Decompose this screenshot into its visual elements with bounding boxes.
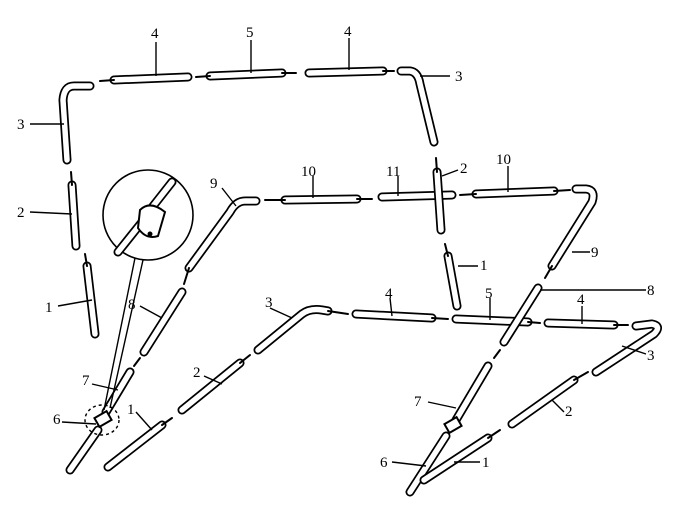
label-top-5: 5 — [246, 25, 254, 41]
label-bot-5: 5 — [485, 286, 493, 302]
clamp-right — [443, 415, 463, 435]
right-leg — [405, 265, 589, 497]
label-left-2: 2 — [17, 205, 25, 221]
label-left-7: 7 — [82, 373, 90, 389]
label-right-9: 9 — [591, 245, 599, 261]
label-mid-10b: 10 — [496, 152, 511, 168]
label-left-8: 8 — [128, 297, 136, 313]
label-right-3: 3 — [647, 348, 655, 364]
label-top-3r: 3 — [455, 69, 463, 85]
label-mid-1: 1 — [480, 258, 488, 274]
label-top-4a: 4 — [151, 26, 159, 42]
label-bot-4a: 4 — [385, 286, 393, 302]
label-left-3: 3 — [17, 117, 25, 133]
label-right-6: 6 — [380, 455, 388, 471]
clamp-left — [93, 409, 113, 429]
label-mid-9: 9 — [210, 176, 218, 192]
label-top-4b: 4 — [344, 24, 352, 40]
clamp-highlight — [84, 404, 120, 436]
part-labels: 4 5 4 3 3 2 1 9 10 11 2 10 9 1 8 7 6 3 4… — [17, 24, 655, 471]
label-right-7: 7 — [414, 394, 422, 410]
label-bot-1: 1 — [127, 402, 135, 418]
label-bot-2: 2 — [193, 365, 201, 381]
label-left-1: 1 — [45, 300, 53, 316]
label-right-1: 1 — [482, 455, 490, 471]
label-mid-11: 11 — [386, 164, 400, 180]
middle-frame — [184, 157, 598, 311]
label-bot-4b: 4 — [577, 292, 585, 308]
label-mid-2: 2 — [460, 161, 468, 177]
label-left-6: 6 — [53, 412, 61, 428]
label-right-8: 8 — [647, 283, 655, 299]
leader-lines — [29, 38, 647, 467]
bottom-left-frame — [103, 305, 662, 472]
label-mid-10a: 10 — [301, 164, 316, 180]
label-right-2: 2 — [565, 404, 573, 420]
label-bot-3: 3 — [265, 295, 273, 311]
left-leg — [65, 169, 194, 475]
clamp-detail-icon — [136, 204, 167, 238]
